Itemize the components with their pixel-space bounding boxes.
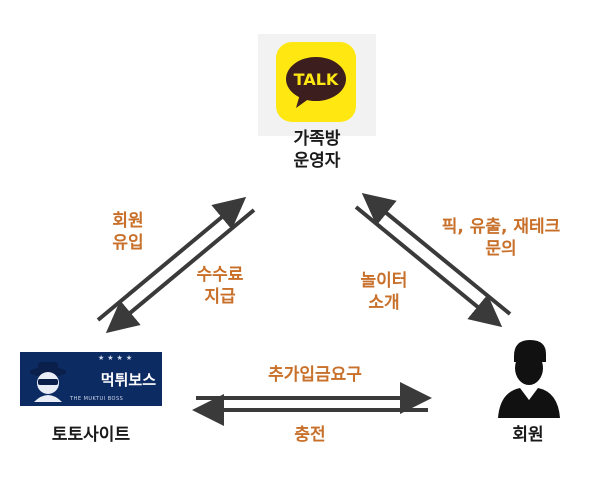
toto-brand-logo: ★★★★ 먹튀보스 THE MUKTUI BOSS [20, 352, 162, 406]
edge-label-member-inflow: 회원 유입 [88, 210, 168, 254]
kakao-talk-icon: TALK [276, 42, 356, 122]
spy-mascot-icon [30, 362, 66, 402]
arrow-member-to-kakao [361, 192, 512, 316]
edge-label-playground-intro: 놀이터 소개 [344, 270, 424, 314]
toto-label: 토토사이트 [51, 425, 131, 445]
kakao-label-line1: 가족방 [293, 129, 341, 149]
kakao-label-line2: 운영자 [293, 151, 341, 171]
edge-label-inquiry: 픽, 유출, 재테크 문의 [416, 216, 586, 260]
arrow-kakao-to-member [354, 205, 503, 328]
arrow-toto-to-kakao [96, 196, 247, 322]
edge-label-line: 픽, 유출, 재테크 [441, 217, 561, 237]
kakao-label: 가족방 운영자 [247, 128, 387, 172]
edge-label-line: 지급 [204, 287, 236, 307]
edge-label-line: 문의 [485, 239, 517, 259]
edge-label-deposit-request: 추가입금요구 [268, 365, 362, 385]
arrow-kakao-to-toto [105, 208, 256, 334]
edge-label-line: 소개 [368, 293, 400, 313]
edge-label-line: 유입 [112, 233, 144, 253]
edge-label-charge: 충전 [294, 425, 326, 445]
brand-stars-icon: ★★★★ [98, 354, 136, 362]
member-avatar-icon [498, 340, 560, 418]
member-label: 회원 [512, 425, 544, 445]
edge-label-commission: 수수료 지급 [180, 264, 260, 308]
kakao-logo-text: TALK [294, 70, 339, 89]
edge-label-line: 회원 [112, 211, 144, 231]
toto-brand-text: 먹튀보스 [100, 370, 156, 389]
edge-label-line: 놀이터 [360, 271, 408, 291]
edge-label-line: 수수료 [196, 265, 244, 285]
toto-brand-subtext: THE MUKTUI BOSS [70, 396, 124, 402]
